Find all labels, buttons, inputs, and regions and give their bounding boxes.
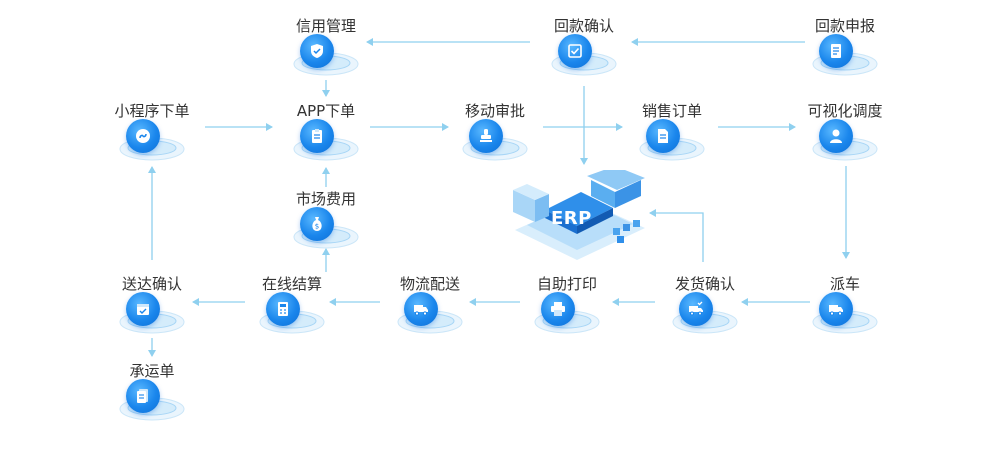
svg-text:$: $ [315, 223, 319, 231]
document-icon [831, 44, 841, 58]
erp-hub: ERP [505, 166, 650, 260]
erp-isometric-graphic [513, 166, 645, 260]
node-label: 发货确认 [674, 275, 735, 293]
node-label: 派车 [829, 275, 860, 293]
node-label: 销售订单 [641, 102, 702, 120]
node-label: 市场费用 [295, 190, 356, 208]
truck-icon [414, 305, 428, 316]
clipboard-icon [312, 129, 322, 143]
truck-check-icon [689, 301, 703, 316]
truck-icon [829, 305, 843, 316]
node-label: 小程序下单 [114, 102, 190, 120]
stamp-icon [480, 129, 492, 142]
shield-icon [311, 44, 323, 58]
file-icon [658, 129, 668, 143]
node-xiaoshou: 销售订单 [627, 90, 717, 170]
node-chengyun: 承运单 [107, 350, 197, 430]
box-check-icon [137, 304, 149, 315]
node-keshihua: 可视化调度 [800, 90, 890, 170]
node-label: 移动审批 [464, 102, 525, 120]
node-label: 承运单 [129, 362, 175, 380]
node-xinyong: 信用管理 [281, 5, 371, 85]
node-zizhu: 自助打印 [522, 263, 612, 343]
node-label: 回款确认 [553, 17, 614, 35]
node-wuliu: 物流配送 [385, 263, 475, 343]
node-shichang: 市场费用 $ [281, 178, 371, 258]
node-label: 自助打印 [536, 275, 597, 293]
node-fahuo: 发货确认 [660, 263, 750, 343]
node-label: 在线结算 [261, 275, 322, 293]
node-label: 回款申报 [814, 17, 875, 35]
node-songda: 送达确认 [107, 263, 197, 343]
erp-label: ERP [551, 208, 592, 229]
node-label: 可视化调度 [807, 102, 883, 120]
money-bag-icon: $ [312, 217, 322, 231]
user-icon [830, 129, 842, 143]
node-label: APP下单 [296, 102, 356, 120]
arrow-fahuo-to-erp [649, 209, 704, 262]
node-yidongshenpi: 移动审批 [450, 90, 540, 170]
node-huikuanqueren: 回款确认 [539, 5, 629, 85]
checkbox-icon [568, 44, 582, 58]
node-app: APP下单 [281, 90, 371, 170]
node-paiche: 派车 [800, 263, 890, 343]
node-zaixian: 在线结算 [247, 263, 337, 343]
node-label: 物流配送 [399, 275, 460, 293]
node-label: 信用管理 [295, 17, 356, 35]
node-label: 送达确认 [121, 275, 182, 293]
waybill-icon [137, 389, 148, 403]
miniprogram-icon [136, 129, 150, 143]
calculator-icon [278, 302, 288, 316]
node-huikuanshenbao: 回款申报 [800, 5, 890, 85]
printer-icon [551, 302, 565, 316]
node-xiaochengxu: 小程序下单 [107, 90, 197, 170]
